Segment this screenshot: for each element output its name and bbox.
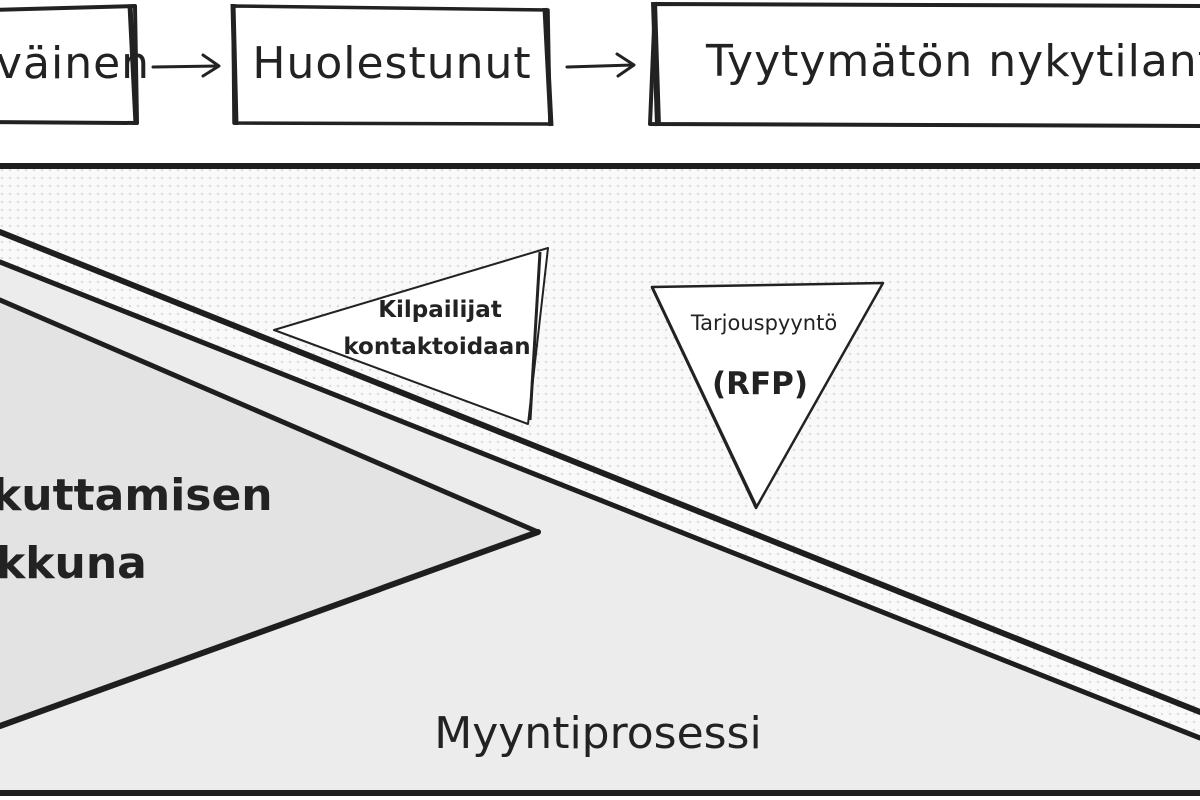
influence-window-line-1: kuttamisen (0, 470, 273, 521)
rfp-line-1: Tarjouspyyntö (690, 311, 837, 335)
competitors-line-1: Kilpailijat (378, 297, 502, 323)
stage-box-2: Huolestunut (230, 3, 554, 127)
rfp-triangle: Tarjouspyyntö (RFP) (650, 281, 885, 510)
arrow-right-icon (565, 52, 636, 78)
stage-box-3: Tyytymätön nykytilantees (648, 1, 1200, 128)
main-panel: kuttamisen kkuna Myyntiprosessi Kilpaili… (0, 163, 1200, 796)
diagonal-line-top (0, 229, 1200, 715)
stage-2-label: Huolestunut (252, 38, 531, 89)
diagonal-line-bottom (0, 259, 1200, 741)
stage-3-label: Tyytymätön nykytilantees (705, 36, 1200, 87)
influence-window-area (0, 300, 538, 726)
competitors-triangle: Kilpailijat kontaktoidaan (273, 247, 549, 425)
competitors-line-2: kontaktoidaan (343, 334, 530, 360)
sales-process-label: Myyntiprosessi (434, 708, 761, 759)
stage-1-label: väinen (0, 38, 150, 89)
stage-row: väinen Huolestunut Tyytymätön nykytilant… (0, 1, 1200, 128)
influence-window-line-2: kkuna (0, 538, 147, 589)
sales-process-area (0, 262, 1200, 792)
stage-box-1: väinen (0, 4, 150, 125)
arrow-right-icon (151, 53, 221, 78)
rfp-line-2: (RFP) (712, 366, 808, 402)
